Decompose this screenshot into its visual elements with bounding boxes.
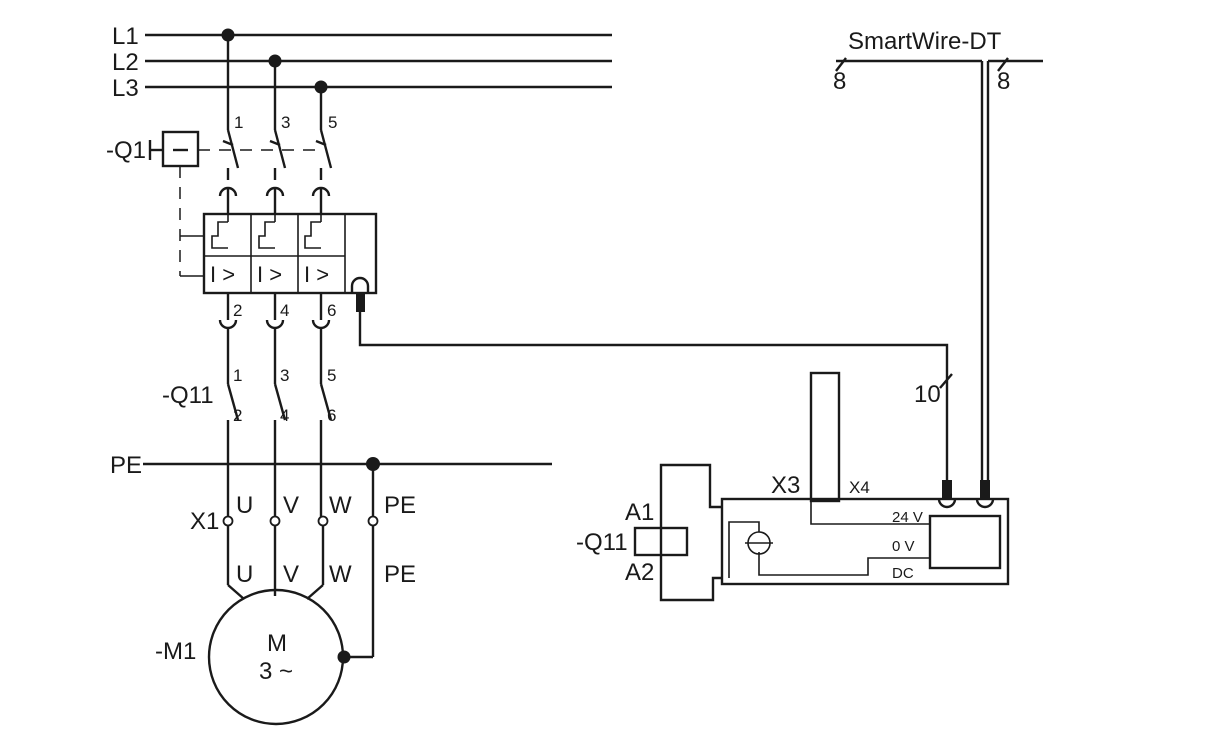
bus-right-count: 8 xyxy=(997,68,1010,95)
label-x1: X1 xyxy=(190,508,219,535)
label-x4: X4 xyxy=(849,478,870,497)
motor-m1: -M1 M 3 ~ xyxy=(155,584,373,726)
trip-block-connector xyxy=(356,292,365,312)
label-m1: -M1 xyxy=(155,638,196,665)
label-x3: X3 xyxy=(771,472,800,499)
motor-v: V xyxy=(283,561,299,588)
label-l1: L1 xyxy=(112,23,139,50)
block-outputs: 2 4 6 xyxy=(218,293,336,384)
overcurrent-label-1: I > xyxy=(210,262,235,287)
motor-u: U xyxy=(236,561,253,588)
label-q11: -Q11 xyxy=(162,382,214,409)
pe-line: PE xyxy=(110,452,552,479)
terminal-2: 2 xyxy=(233,301,242,320)
label-dc: DC xyxy=(892,565,914,582)
contact-4: 4 xyxy=(280,406,289,425)
label-a1: A1 xyxy=(625,499,654,526)
label-q11-coil: -Q11 xyxy=(576,529,628,556)
phase-lines: L1 L2 L3 xyxy=(112,23,612,102)
terminal-strip-x1: X1 U V W PE U V W PE xyxy=(190,464,416,657)
cable-10-connector xyxy=(942,480,952,500)
trip-block-body xyxy=(202,212,378,295)
motor-circle xyxy=(207,588,345,726)
motor-pe-junction xyxy=(337,650,351,664)
contact-2: 2 xyxy=(233,406,242,425)
x1-v: V xyxy=(283,492,299,519)
x1-w: W xyxy=(329,492,352,519)
label-l3: L3 xyxy=(112,75,139,102)
terminal-5: 5 xyxy=(328,113,337,132)
module-electronics xyxy=(928,514,1002,570)
label-24v: 24 V xyxy=(892,509,923,526)
label-a2: A2 xyxy=(625,559,654,586)
x1-pe: PE xyxy=(384,492,416,519)
motor-w: W xyxy=(329,561,352,588)
contact-3: 3 xyxy=(280,366,289,385)
smartwire-connector xyxy=(980,480,990,500)
trip-block: I > I > I > xyxy=(202,212,378,312)
plug-x3 xyxy=(809,371,841,503)
terminal-4: 4 xyxy=(280,301,289,320)
breaker-q1: 1 3 5 -Q1 xyxy=(106,35,337,277)
coil-q11 xyxy=(633,526,689,557)
contact-5: 5 xyxy=(327,366,336,385)
terminal-3: 3 xyxy=(281,113,290,132)
motor-pe: PE xyxy=(384,561,416,588)
overcurrent-label-3: I > xyxy=(304,262,329,287)
cable-10-label: 10 xyxy=(914,381,941,408)
motor-symbol-phases: 3 ~ xyxy=(259,658,293,685)
contactor-q11-main: -Q11 1 3 5 2 4 6 xyxy=(162,366,336,464)
x1-u: U xyxy=(236,492,253,519)
smartwire-bus: SmartWire-DT 8 8 xyxy=(833,28,1043,480)
contact-1: 1 xyxy=(233,366,242,385)
contactor-module: X3 X4 24 V 0 V DC A1 A2 -Q11 xyxy=(576,371,1010,602)
terminal-1: 1 xyxy=(234,113,243,132)
motor-symbol-m: M xyxy=(267,630,287,657)
terminal-6: 6 xyxy=(327,301,336,320)
bus-left-count: 8 xyxy=(833,68,846,95)
overcurrent-label-2: I > xyxy=(257,262,282,287)
smartwire-label: SmartWire-DT xyxy=(848,28,1002,55)
label-0v: 0 V xyxy=(892,538,915,555)
label-l2: L2 xyxy=(112,49,139,76)
cable-10-pole: 10 xyxy=(358,312,953,480)
module-enclosure xyxy=(720,497,1010,586)
label-q1: -Q1 xyxy=(106,137,146,164)
label-pe: PE xyxy=(110,452,142,479)
contact-6: 6 xyxy=(327,406,336,425)
